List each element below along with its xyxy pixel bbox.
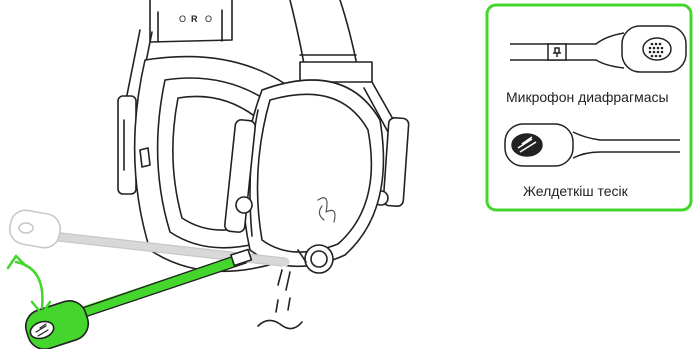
diaphragm-label: Микрофон диафрагмасы <box>506 89 669 105</box>
callout-panel <box>487 5 691 210</box>
cup-letter-3: O <box>205 14 212 24</box>
headset-cable <box>258 270 302 329</box>
mic-boom-highlighted <box>21 249 251 349</box>
cup-letter-1: O <box>179 14 186 24</box>
cup-letter-2: R <box>191 14 198 24</box>
rotate-arrow-icon <box>8 256 50 314</box>
vent-label: Желдеткіш тесік <box>523 183 628 199</box>
earcup-letters: O R O <box>179 14 212 24</box>
